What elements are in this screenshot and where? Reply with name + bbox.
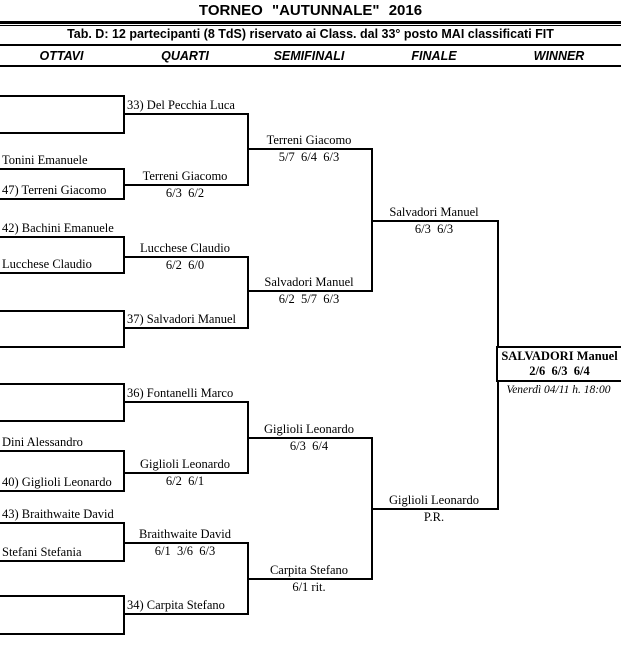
quarti-line-delpecchia [123, 113, 247, 115]
ottavi-player-stefani: Stefani Stefania [2, 545, 82, 559]
match-score-quarti-terreni: 5/7 6/4 6/3 [278, 150, 340, 164]
winner-box: SALVADORI Manuel 2/6 6/3 6/4 [496, 346, 621, 382]
match-score-ottavi-braithwaite: 6/1 3/6 6/3 [154, 544, 216, 558]
quarti-player-delpecchia: 33) Del Pecchia Luca [127, 98, 235, 112]
column-header-winner: WINNER [533, 49, 585, 63]
quarti-winner-terreni: Terreni Giacomo [142, 169, 228, 183]
connector-ottavi-m8 [123, 595, 125, 635]
ottavi-slot-line-dini [0, 450, 123, 452]
connector-ottavi-m4 [123, 310, 125, 348]
subtitle-rule [0, 44, 621, 46]
ottavi-slot-line-bye-2b [0, 346, 123, 348]
ottavi-slot-line-bye-3a [0, 383, 123, 385]
ottavi-slot-line-bye-1a [0, 95, 123, 97]
quarti-line-salvadori [123, 327, 247, 329]
quarti-player-carpita: 34) Carpita Stefano [127, 598, 225, 612]
match-score-ottavi-giglioli: 6/2 6/1 [165, 474, 205, 488]
connector-ottavi-m3 [123, 236, 125, 274]
ottavi-slot-line-bye-1b [0, 132, 123, 134]
column-header-quarti: QUARTI [161, 49, 209, 63]
match-score-quarti-salvadori: 6/2 5/7 6/3 [278, 292, 340, 306]
ottavi-slot-line-bye-2a [0, 310, 123, 312]
quarti-line-carpita [123, 613, 247, 615]
quarti-winner-giglioli: Giglioli Leonardo [140, 457, 230, 471]
header-rule-thick [0, 21, 621, 24]
semi-winner-terreni: Terreni Giacomo [266, 133, 352, 147]
finale-line-giglioli [371, 508, 497, 510]
match-score-semi-salvadori: 6/3 6/3 [414, 222, 454, 236]
winner-score: 2/6 6/3 6/4 [529, 364, 590, 378]
finalist-giglioli: Giglioli Leonardo [389, 493, 479, 507]
ottavi-slot-line-terreni [0, 198, 123, 200]
semi-winner-giglioli: Giglioli Leonardo [264, 422, 354, 436]
column-header-finale: FINALE [411, 49, 457, 63]
semi-line-giglioli [247, 437, 371, 439]
ottavi-player-terreni: 47) Terreni Giacomo [2, 183, 107, 197]
ottavi-player-braithwaite: 43) Braithwaite David [2, 507, 114, 521]
quarti-winner-braithwaite: Braithwaite David [139, 527, 231, 541]
ottavi-slot-line-stefani [0, 560, 123, 562]
page-title: TORNEO "AUTUNNALE" 2016 [198, 2, 423, 19]
ottavi-slot-line-lucchese [0, 272, 123, 274]
semi-winner-carpita: Carpita Stefano [269, 563, 349, 577]
match-score-ottavi-lucchese: 6/2 6/0 [165, 258, 205, 272]
ottavi-slot-line-bye-4b [0, 633, 123, 635]
match-score-quarti-giglioli: 6/3 6/4 [289, 439, 329, 453]
winner-name: SALVADORI Manuel [501, 349, 618, 363]
ottavi-slot-line-bachini [0, 236, 123, 238]
quarti-player-fontanelli: 36) Fontanelli Marco [127, 386, 234, 400]
ottavi-player-bachini: 42) Bachini Emanuele [2, 221, 114, 235]
quarti-line-giglioli [123, 472, 247, 474]
ottavi-player-giglioli: 40) Giglioli Leonardo [2, 475, 112, 489]
match-score-ottavi-terreni: 6/3 6/2 [165, 186, 205, 200]
quarti-winner-lucchese: Lucchese Claudio [140, 241, 230, 255]
finalist-salvadori: Salvadori Manuel [389, 205, 479, 219]
column-header-ottavi: OTTAVI [39, 49, 84, 63]
connector-ottavi-m6 [123, 450, 125, 492]
ottavi-player-tonini: Tonini Emanuele [2, 153, 88, 167]
ottavi-player-dini: Dini Alessandro [2, 435, 83, 449]
column-header-semifinali: SEMIFINALI [273, 49, 345, 63]
quarti-line-braithwaite [123, 542, 247, 544]
semi-winner-salvadori: Salvadori Manuel [264, 275, 354, 289]
quarti-player-salvadori: 37) Salvadori Manuel [127, 312, 237, 326]
ottavi-player-lucchese: Lucchese Claudio [2, 257, 92, 271]
ottavi-slot-line-bye-3b [0, 420, 123, 422]
header-rule-thin [0, 24, 621, 26]
final-schedule: Venerdì 04/11 h. 18:00 [506, 384, 611, 396]
connector-quarti-m2 [247, 256, 249, 329]
finale-line-salvadori [371, 220, 497, 222]
ottavi-slot-line-tonini [0, 168, 123, 170]
semi-line-salvadori [247, 290, 371, 292]
quarti-line-fontanelli [123, 401, 247, 403]
match-score-quarti-carpita: 6/1 rit. [292, 580, 326, 594]
match-score-semi-giglioli: P.R. [423, 510, 445, 524]
quarti-line-lucchese [123, 256, 247, 258]
ottavi-slot-line-giglioli [0, 490, 123, 492]
ottavi-slot-line-bye-4a [0, 595, 123, 597]
semi-line-carpita [247, 578, 371, 580]
column-header-rule [0, 64, 621, 67]
semi-line-terreni [247, 148, 371, 150]
quarti-line-terreni [123, 184, 247, 186]
ottavi-slot-line-braithwaite [0, 522, 123, 524]
draw-subtitle: Tab. D: 12 partecipanti (8 TdS) riservat… [67, 27, 554, 41]
